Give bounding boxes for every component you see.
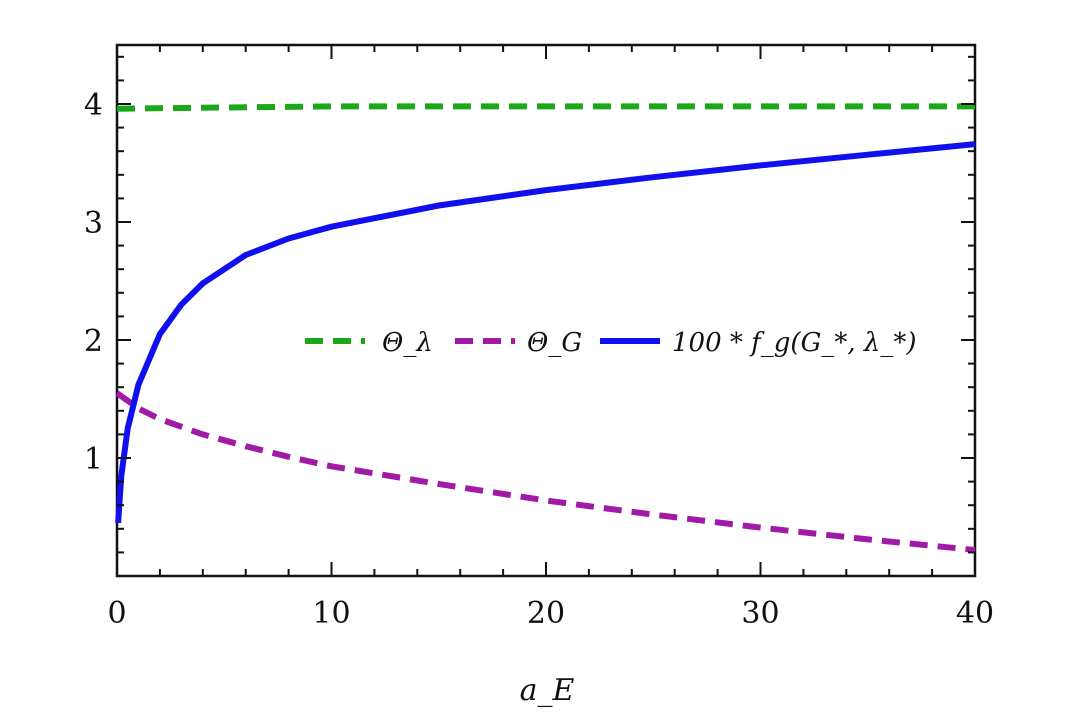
x-axis-title: a_E <box>520 673 575 708</box>
x-tick-label: 20 <box>527 596 565 631</box>
x-tick-label: 0 <box>107 596 126 631</box>
x-tick-label: 10 <box>312 596 350 631</box>
legend: Θ_λ Θ_G 100 * f_g(G_*, λ_*) <box>305 328 917 358</box>
legend-label-0: Θ_λ <box>382 328 433 358</box>
series-line-1 <box>115 390 976 553</box>
y-tick-label: 3 <box>84 206 103 241</box>
x-tick-label: 30 <box>741 596 779 631</box>
legend-label-1: Θ_G <box>527 328 582 358</box>
y-tick-label: 2 <box>84 324 103 359</box>
legend-label-2: 100 * f_g(G_*, λ_*) <box>672 328 917 358</box>
series-line-2 <box>115 141 976 524</box>
series-line-0 <box>116 103 975 112</box>
plot-frame <box>115 43 977 578</box>
y-tick-label: 1 <box>84 442 103 477</box>
y-tick-label: 4 <box>84 88 103 123</box>
x-tick-label: 40 <box>956 596 994 631</box>
